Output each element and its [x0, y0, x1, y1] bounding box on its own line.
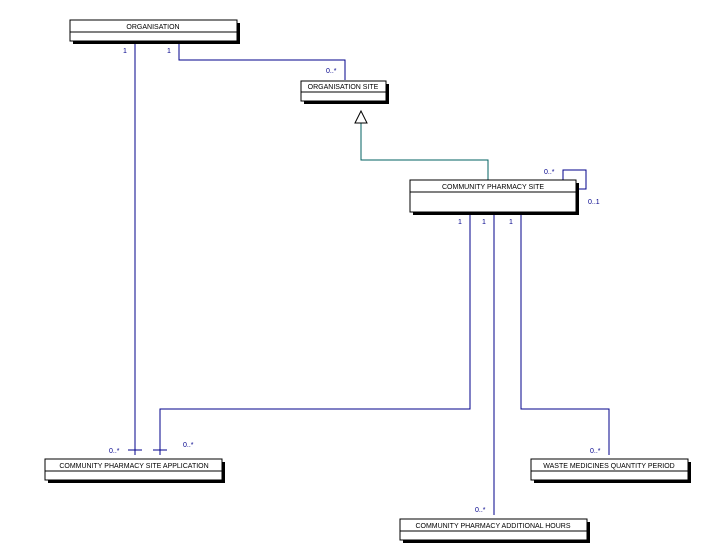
- mult-cps-self-optional: 0..1: [588, 199, 600, 206]
- mult-cps-application-one: 1: [458, 219, 462, 226]
- mult-waste-many: 0..*: [590, 448, 601, 455]
- mult-hours-many: 0..*: [475, 507, 486, 514]
- relation-line-cps-waste: [520, 215, 610, 455]
- entity-title-additional-hours: COMMUNITY PHARMACY ADDITIONAL HOURS: [415, 523, 570, 530]
- mult-cps-hours-one: 1: [482, 219, 486, 226]
- mult-application-org-many: 0..*: [109, 448, 120, 455]
- entity-title-organisation: ORGANISATION: [126, 24, 179, 31]
- entity-community-pharmacy-additional-hours[interactable]: COMMUNITY PHARMACY ADDITIONAL HOURS: [399, 518, 590, 543]
- entity-title-organisation-site: ORGANISATION SITE: [308, 84, 379, 91]
- entity-title-community-pharmacy-site: COMMUNITY PHARMACY SITE: [442, 184, 544, 191]
- mult-org-site-many: 0..*: [326, 68, 337, 75]
- generalization-arrowhead: [354, 109, 368, 124]
- entity-community-pharmacy-site[interactable]: COMMUNITY PHARMACY SITE: [409, 179, 579, 215]
- entity-community-pharmacy-site-application[interactable]: COMMUNITY PHARMACY SITE APPLICATION: [44, 458, 225, 483]
- generalization-line: [360, 123, 489, 180]
- entity-waste-medicines-quantity-period[interactable]: WASTE MEDICINES QUANTITY PERIOD: [530, 458, 691, 483]
- relation-line-org-orgsite: [178, 44, 346, 80]
- entity-title-waste-medicines: WASTE MEDICINES QUANTITY PERIOD: [543, 463, 674, 470]
- self-association-line: [562, 169, 587, 190]
- mult-org-application-one: 1: [123, 48, 127, 55]
- entity-organisation-site[interactable]: ORGANISATION SITE: [300, 80, 389, 104]
- mult-cps-self-many: 0..*: [544, 169, 555, 176]
- mult-org-site-one: 1: [167, 48, 171, 55]
- mult-cps-waste-one: 1: [509, 219, 513, 226]
- entity-organisation[interactable]: ORGANISATION: [69, 19, 240, 44]
- mult-application-cps-many: 0..*: [183, 442, 194, 449]
- relation-line-cps-application: [159, 215, 471, 455]
- entity-title-site-application: COMMUNITY PHARMACY SITE APPLICATION: [59, 463, 208, 470]
